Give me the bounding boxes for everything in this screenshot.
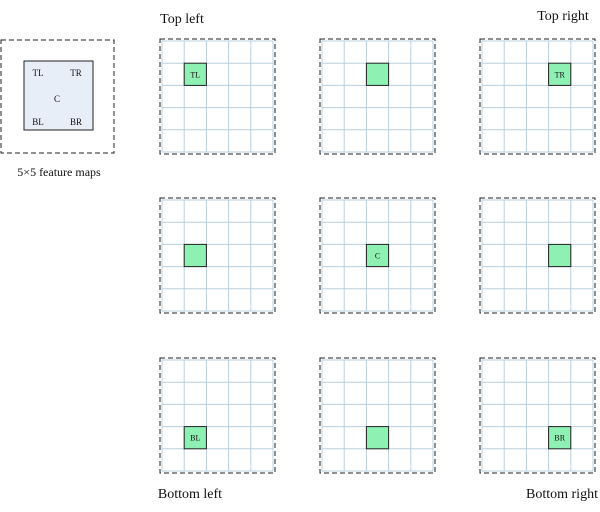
bottom-right-map: BR <box>479 357 596 474</box>
highlighted-cell <box>365 243 390 268</box>
cell-label: BR <box>554 434 565 443</box>
feature-maps-caption: 5×5 feature maps <box>17 165 101 179</box>
map-frame <box>159 38 276 155</box>
highlighted-cell <box>365 62 390 86</box>
highlighted-cell <box>548 426 572 450</box>
highlighted-cell <box>183 243 207 268</box>
top-center-map <box>319 38 436 155</box>
map-frame <box>319 38 436 155</box>
legend-label-tl: TL <box>33 68 44 78</box>
cell-label: BL <box>190 434 200 443</box>
map-frame <box>159 197 276 314</box>
bottom-center-map <box>319 357 436 474</box>
middle-left-map <box>159 197 276 314</box>
legend-label-bl: BL <box>32 117 44 127</box>
legend-label-c: C <box>54 94 60 104</box>
highlighted-cell <box>548 243 572 268</box>
highlighted-cell <box>183 426 207 450</box>
highlighted-cell <box>365 426 390 450</box>
top-left-label: Top left <box>160 12 204 27</box>
top-left-map: TL <box>159 38 276 155</box>
map-frame <box>479 197 596 314</box>
highlighted-cell <box>548 62 572 86</box>
cell-label: TR <box>555 70 566 79</box>
bottom-right-label: Bottom right <box>526 487 598 502</box>
map-frame <box>319 357 436 474</box>
map-frame <box>319 197 436 314</box>
map-frame <box>159 357 276 474</box>
legend-label-br: BR <box>70 117 82 127</box>
legend-map: TL TR C BL BR <box>0 39 115 154</box>
cell-label: TL <box>190 70 200 79</box>
bottom-left-map: BL <box>159 357 276 474</box>
map-frame <box>479 357 596 474</box>
map-frame <box>479 38 596 155</box>
middle-right-map <box>479 197 596 314</box>
highlighted-cell <box>183 62 207 86</box>
top-right-label: Top right <box>537 9 589 24</box>
legend-box <box>23 60 94 131</box>
bottom-left-label: Bottom left <box>158 487 222 502</box>
top-right-map: TR <box>479 38 596 155</box>
feature-map-grid: TL TR C BL BR <box>159 38 596 474</box>
cell-label: C <box>375 252 380 261</box>
middle-center-map: C <box>319 197 436 314</box>
legend-label-tr: TR <box>70 68 82 78</box>
